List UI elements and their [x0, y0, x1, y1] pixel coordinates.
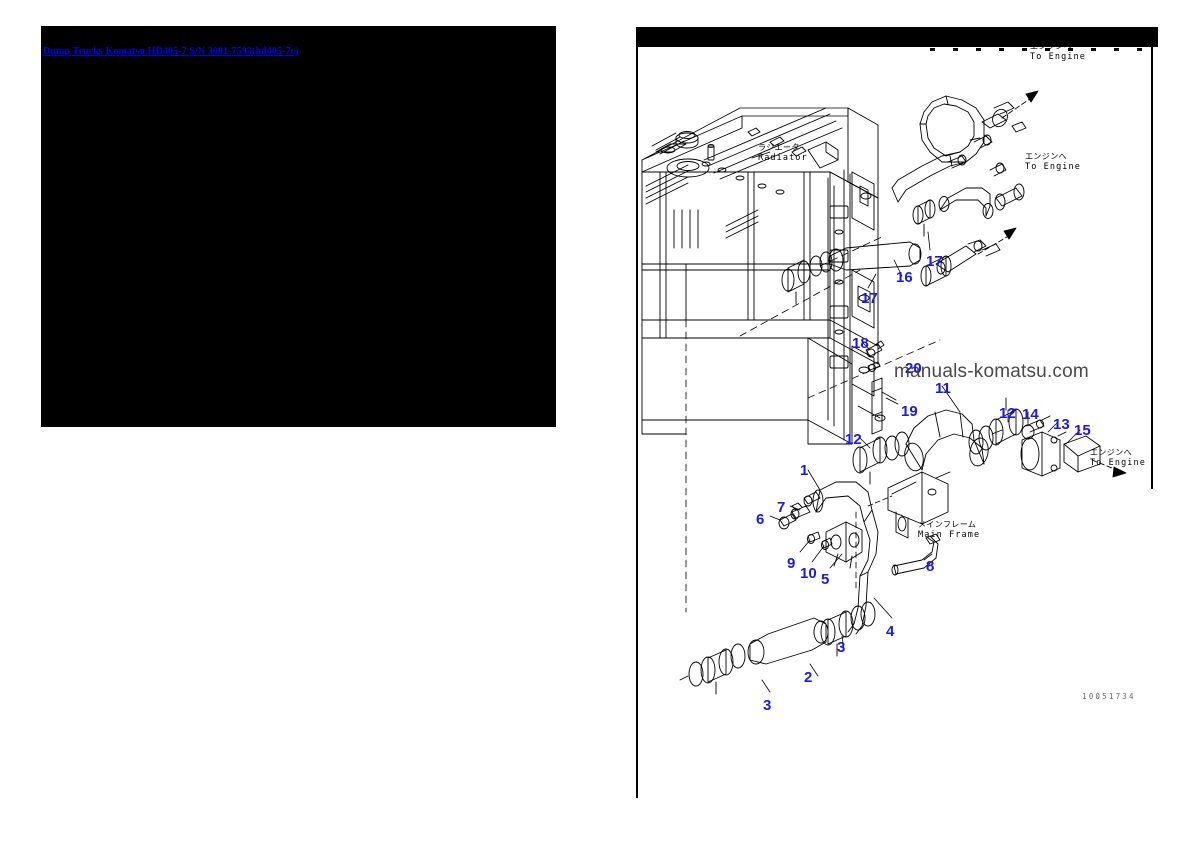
- annotation-main-frame: メインフレーム Main Frame: [918, 520, 980, 540]
- callout-15: 15: [1074, 422, 1091, 439]
- callout-3: 3: [837, 639, 846, 656]
- callout-11: 11: [935, 380, 951, 397]
- callout-19: 19: [901, 403, 918, 420]
- callout-18: 18: [852, 335, 869, 352]
- annotation-to-engine-middle-en: To Engine: [1025, 162, 1081, 172]
- diagram-frame-left-rule: [636, 27, 638, 798]
- callout-4: 4: [886, 623, 895, 640]
- annotation-to-engine-lower-jp: エンジンへ: [1090, 448, 1132, 457]
- diagram-frame-top-bar: [636, 27, 1158, 47]
- callout-14: 14: [1022, 406, 1039, 423]
- annotation-main-frame-jp: メインフレーム: [918, 520, 977, 529]
- callout-9: 9: [787, 555, 796, 572]
- callout-12: 12: [845, 431, 862, 448]
- annotation-to-engine-lower-en: To Engine: [1090, 458, 1146, 468]
- annotation-to-engine-top-jp: エンジンへ: [1030, 42, 1072, 51]
- annotation-to-engine-middle-jp: エンジンへ: [1025, 152, 1067, 161]
- annotation-to-engine-top: エンジンへ To Engine: [1030, 42, 1086, 62]
- diagram-frame-right-rule: [1151, 27, 1153, 489]
- callout-5: 5: [821, 571, 830, 588]
- callout-8: 8: [926, 558, 935, 575]
- callout-17: 17: [926, 253, 943, 270]
- annotation-radiator: ラジエータ Radiator: [758, 143, 808, 163]
- annotation-to-engine-top-en: To Engine: [1030, 52, 1086, 62]
- radiator-piping-line-art: [641, 90, 1127, 695]
- callout-7: 7: [777, 499, 786, 516]
- callout-6: 6: [756, 511, 765, 528]
- annotation-to-engine-middle: エンジンへ To Engine: [1025, 152, 1081, 172]
- callout-2: 2: [804, 669, 813, 686]
- document-title-link[interactable]: Dump Trucks Komatsu HD405-7 S/N 3001-759…: [43, 46, 299, 57]
- callout-10: 10: [800, 565, 817, 582]
- diagram-frame-tick-marks: [930, 48, 1152, 51]
- drawing-number: 10051734: [1082, 692, 1136, 701]
- annotation-main-frame-en: Main Frame: [918, 530, 981, 540]
- site-watermark: manuals-komatsu.com: [894, 361, 1089, 382]
- callout-16: 16: [896, 269, 913, 286]
- annotation-radiator-en: Radiator: [758, 153, 808, 163]
- callout-17: 17: [861, 290, 878, 307]
- document-preview-panel: Dump Trucks Komatsu HD405-7 S/N 3001-759…: [41, 26, 556, 427]
- callout-3: 3: [763, 697, 772, 714]
- annotation-to-engine-lower: エンジンへ To Engine: [1090, 448, 1146, 468]
- callout-13: 13: [1053, 416, 1070, 433]
- callout-20: 20: [905, 360, 922, 377]
- annotation-radiator-jp: ラジエータ: [758, 143, 800, 152]
- callout-1: 1: [800, 462, 809, 479]
- parts-diagram-panel: ラジエータ Radiator エンジンへ To Engine エンジンへ To …: [630, 20, 1160, 810]
- callout-12: 12: [999, 405, 1016, 422]
